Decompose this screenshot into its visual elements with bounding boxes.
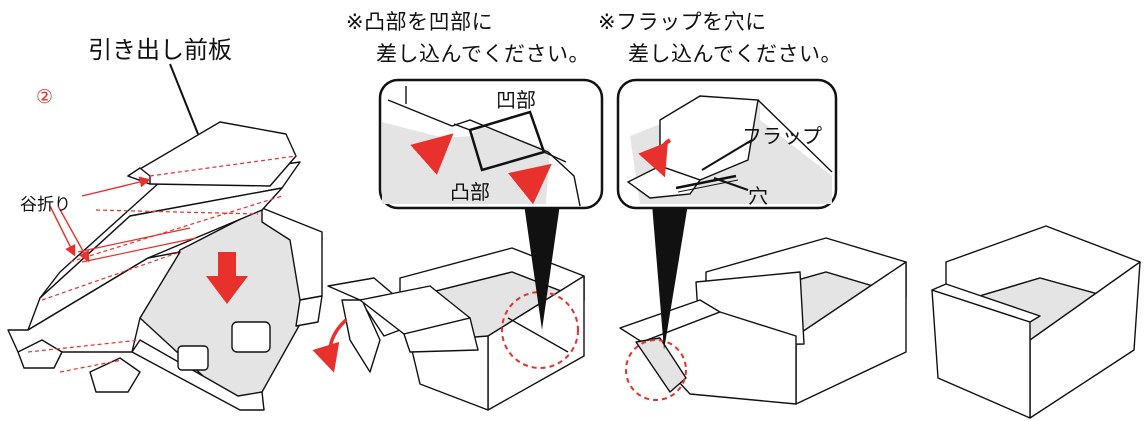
- callout-pointer-flap: [652, 204, 688, 350]
- flap-label: フラップ: [742, 124, 822, 148]
- front-panel-strip-bottom: [7, 251, 181, 353]
- rotate-arrow-left: [312, 318, 348, 373]
- flat-box-blank: [7, 121, 323, 411]
- front-panel-label: 引き出し前板: [88, 36, 232, 64]
- detail-circle-tab: [501, 291, 579, 369]
- step-number: ②: [36, 86, 54, 108]
- front-board-panel: [127, 121, 297, 187]
- concave-label: 凹部: [496, 88, 536, 112]
- note-tab-line1: ※凸部を凹部に: [346, 10, 494, 34]
- detail-circle-flap: [625, 339, 687, 401]
- note-tab-line2: 差し込んでください。: [376, 42, 590, 66]
- box-assembly-flap: [619, 237, 907, 405]
- note-flap-line2: 差し込んでください。: [628, 42, 842, 66]
- push-down-arrow: [206, 252, 248, 304]
- valley-fold-leaders: [49, 176, 151, 263]
- front-panel-leader: [169, 63, 199, 135]
- callout-pointer-tab: [524, 204, 560, 330]
- callout-box-flap: [616, 78, 838, 210]
- valley-fold-label: 谷折り: [20, 195, 71, 215]
- note-flap-line1: ※フラップを穴に: [598, 10, 767, 34]
- hole-label: 穴: [748, 184, 768, 208]
- callout-box-tab: [378, 78, 604, 210]
- completed-box: [931, 225, 1141, 419]
- convex-label: 凸部: [450, 180, 490, 204]
